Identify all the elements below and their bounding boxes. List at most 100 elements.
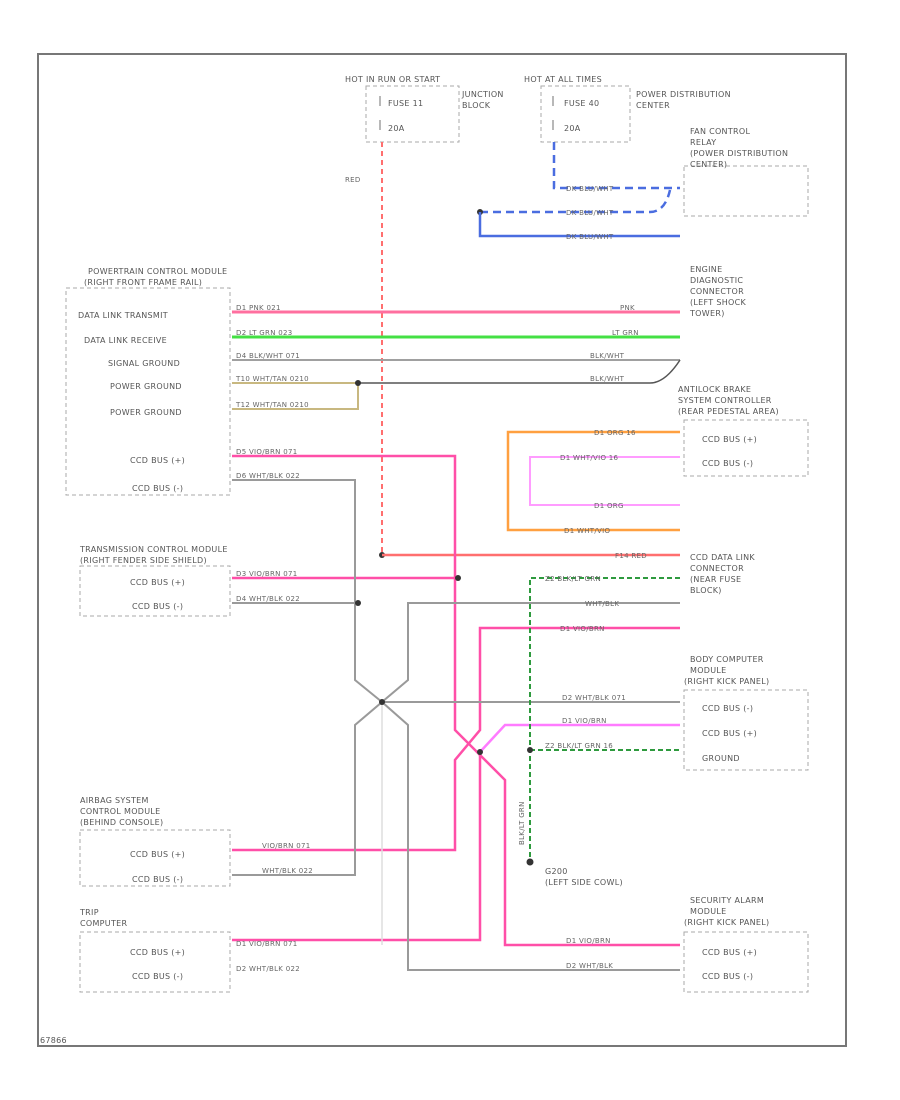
trip-box: [79, 931, 231, 993]
fuse-11-amp: 20A: [388, 124, 405, 133]
abs-wire-4: D1 WHT/VIO: [564, 527, 610, 535]
tcm-wire-2: D4 WHT/BLK 022: [236, 595, 300, 603]
trip-wire-1: D1 VIO/BRN 071: [236, 940, 297, 948]
ccd-conn-wire-4: D1 VIO/BRN: [560, 625, 605, 633]
blue-wire-3: [478, 212, 680, 238]
ccd-minus-to-security-wire: [380, 602, 680, 971]
tcm-plus-splice: [455, 575, 461, 581]
pcm-wire-3: D4 BLK/WHT 071: [236, 352, 300, 360]
edc-wire-3: BLK/WHT: [590, 352, 625, 360]
ground-wire-label: BLK/LT GRN: [518, 801, 526, 845]
g200-location: (LEFT SIDE COWL): [545, 878, 623, 887]
fuse-40-loc-2: CENTER: [636, 101, 670, 110]
fuse-11-loc-2: BLOCK: [462, 101, 491, 110]
abs-wire-1: D1 ORG 16: [594, 429, 636, 437]
tcm-title-2: (RIGHT FENDER SIDE SHIELD): [80, 556, 207, 565]
airbag-pin-2: CCD BUS (-): [132, 875, 183, 884]
abs-wire-3: D1 ORG: [594, 502, 624, 510]
security-pin-1: CCD BUS (+): [702, 948, 757, 957]
fuse-40-name: FUSE 40: [564, 99, 599, 108]
bcm-title-1: BODY COMPUTER: [690, 655, 764, 664]
bcm-title-3: (RIGHT KICK PANEL): [684, 677, 769, 686]
pcm-wire-6: D5 VIO/BRN 071: [236, 448, 297, 456]
trip-title-1: TRIP: [79, 908, 99, 917]
figure-id: 67866: [40, 1036, 67, 1045]
tcm-box: [79, 565, 231, 617]
orange-wire: [506, 430, 680, 532]
security-title-2: MODULE: [690, 907, 727, 916]
ccd-conn-title-4: BLOCK): [690, 586, 722, 595]
security-pin-2: CCD BUS (-): [702, 972, 753, 981]
airbag-wire-2: WHT/BLK 022: [262, 867, 313, 875]
ccd-conn-title-3: (NEAR FUSE: [690, 575, 741, 584]
bcm-title-2: MODULE: [690, 666, 727, 675]
ccd-minus-splice: [379, 699, 385, 705]
bcm-wire-3: Z2 BLK/LT GRN 16: [545, 742, 613, 750]
fuse-40-amp: 20A: [564, 124, 581, 133]
tcm-pin-2: CCD BUS (-): [132, 602, 183, 611]
ccd-conn-wire-2: Z2 BLK/LT GRN: [545, 575, 601, 583]
ccd-plus-splice: [477, 749, 483, 755]
edc-title-5: TOWER): [689, 309, 725, 318]
blue-wire-2: [480, 189, 672, 214]
tcm-pin-1: CCD BUS (+): [130, 578, 185, 587]
tcm-minus-splice: [355, 600, 361, 606]
ccd-plus-to-trip-wire: [232, 752, 482, 942]
bcm-box: [683, 689, 809, 771]
fuse-40-box: [540, 85, 631, 143]
airbag-box: [79, 829, 231, 887]
pcm-wire-5: T12 WHT/TAN 0210: [235, 401, 309, 409]
g200-ground-point: [526, 858, 534, 866]
pcm-wire-4: T10 WHT/TAN 0210: [235, 375, 309, 383]
trip-pin-1: CCD BUS (+): [130, 948, 185, 957]
edc-title-1: ENGINE: [690, 265, 722, 274]
airbag-wire-1: VIO/BRN 071: [262, 842, 311, 850]
airbag-title-2: CONTROL MODULE: [80, 807, 161, 816]
pcm-pin-5: POWER GROUND: [110, 408, 182, 417]
power-ground-wire: [358, 359, 681, 384]
pcm-pin-7: CCD BUS (-): [132, 484, 183, 493]
bcm-ccd-plus-wire: [479, 723, 680, 753]
fuse-11-name: FUSE 11: [388, 99, 423, 108]
abs-title-1: ANTILOCK BRAKE: [678, 385, 751, 394]
pcm-pin-3: SIGNAL GROUND: [108, 359, 180, 368]
red-wire-label: RED: [345, 176, 361, 184]
ccd-conn-wire-3: WHT/BLK: [585, 600, 619, 608]
airbag-pin-1: CCD BUS (+): [130, 850, 185, 859]
abs-pin-2: CCD BUS (-): [702, 459, 753, 468]
pcm-pin-2: DATA LINK RECEIVE: [84, 336, 167, 345]
pcm-pin-4: POWER GROUND: [110, 382, 182, 391]
fuse-40-block: HOT AT ALL TIMES FUSE 40 20A POWER DISTR…: [524, 75, 731, 143]
security-box: [683, 931, 809, 993]
trip-title-2: COMPUTER: [80, 919, 128, 928]
pcm-title-2: (RIGHT FRONT FRAME RAIL): [84, 278, 202, 287]
g200-name: G200: [545, 867, 568, 876]
pcm-title-1: POWERTRAIN CONTROL MODULE: [88, 267, 227, 276]
airbag-title-1: AIRBAG SYSTEM: [80, 796, 149, 805]
fuse-11-block: HOT IN RUN OR START FUSE 11 20A JUNCTION…: [345, 75, 503, 143]
ccd-conn-title-2: CONNECTOR: [690, 564, 744, 573]
edc-title-2: DIAGNOSTIC: [690, 276, 743, 285]
bcm-wire-2: D1 VIO/BRN: [562, 717, 607, 725]
bcm-wire-1: D2 WHT/BLK 071: [562, 694, 626, 702]
ccd-conn-wire-1: F14 RED: [615, 552, 647, 560]
abs-wire-2: D1 WHT/VIO 16: [560, 454, 619, 462]
security-title-1: SECURITY ALARM: [690, 896, 764, 905]
blue-wire-1: [552, 142, 680, 190]
abs-pin-1: CCD BUS (+): [702, 435, 757, 444]
pcm-box: [65, 287, 231, 496]
fuse-11-hot-label: HOT IN RUN OR START: [345, 75, 440, 84]
abs-title-3: (REAR PEDESTAL AREA): [678, 407, 779, 416]
pcm-pin-6: CCD BUS (+): [130, 456, 185, 465]
ccd-conn-title-1: CCD DATA LINK: [690, 553, 755, 562]
blue-wire-label-1: DK BLU/WHT: [566, 185, 614, 193]
bcm-pin-1: CCD BUS (-): [702, 704, 753, 713]
tcm-wire-1: D3 VIO/BRN 071: [236, 570, 297, 578]
trip-wire-2: D2 WHT/BLK 022: [236, 965, 300, 973]
bcm-pin-3: GROUND: [702, 754, 740, 763]
security-wire-1: D1 VIO/BRN: [566, 937, 611, 945]
fan-relay-title-2: RELAY: [690, 138, 717, 147]
abs-box: [683, 419, 809, 477]
ccd-plus-to-airbag-wire: [232, 626, 680, 852]
bcm-ground-splice: [527, 747, 533, 753]
